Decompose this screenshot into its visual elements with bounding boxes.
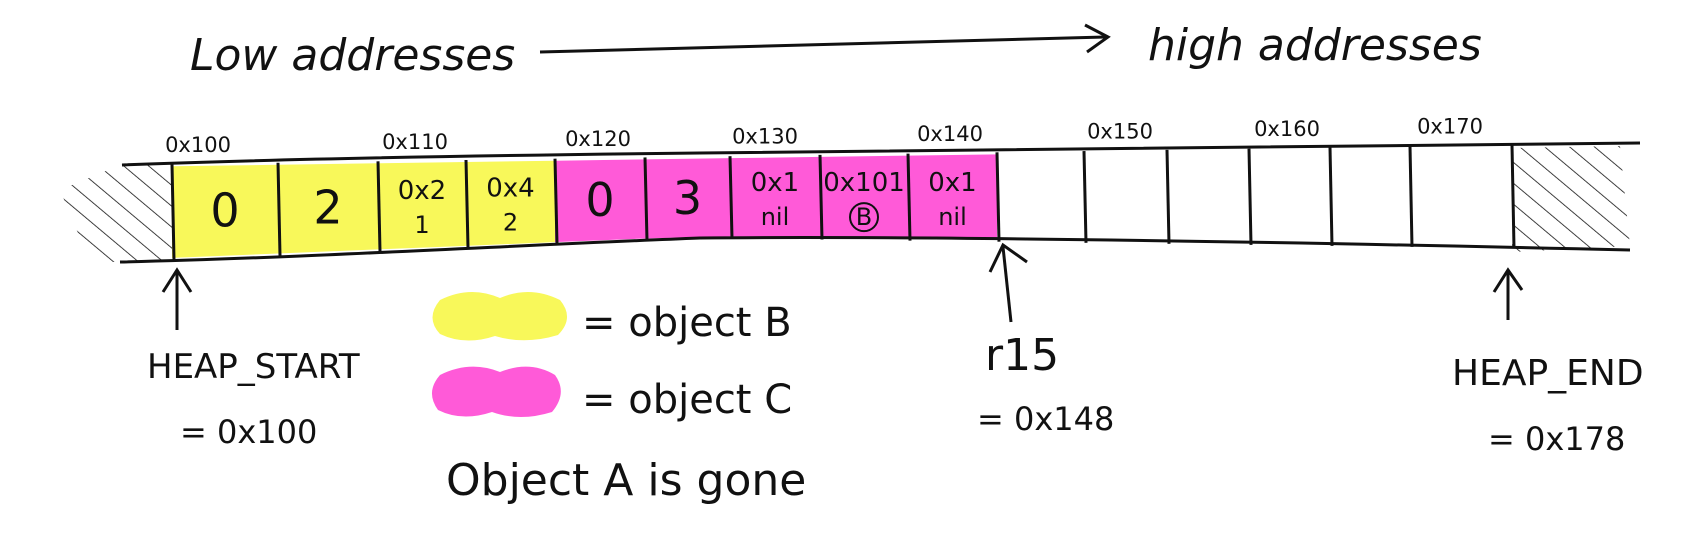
cell-divider [995, 152, 1001, 242]
memory-cell [1408, 146, 1512, 247]
cell-divider [464, 159, 470, 248]
memory-cell: 0x1 nil [906, 153, 997, 241]
address-label: 0x170 [1417, 115, 1483, 139]
legend-swatch-object-c [431, 366, 561, 417]
heap-end-marker: HEAP_END = 0x178 [1452, 267, 1644, 458]
address-label: 0x110 [382, 130, 448, 154]
cell-divider [1408, 146, 1414, 247]
memory-cell-fill [1167, 150, 1249, 243]
tape-top-edge [121, 141, 1641, 167]
memory-cell: 0 [553, 158, 645, 245]
memory-cell-fill [466, 160, 555, 246]
hatched-left-region [60, 162, 172, 262]
address-label: 0x100 [165, 133, 231, 157]
r15-value: = 0x148 [977, 400, 1114, 438]
cell-divider [1328, 147, 1334, 246]
cell-value: 0 [585, 173, 614, 227]
cell-divider [553, 158, 559, 245]
heap-start-label: HEAP_START [147, 347, 360, 387]
cell-divider [1510, 144, 1516, 249]
cell-divider [643, 157, 649, 241]
address-label: 0x160 [1254, 117, 1320, 141]
cell-value: 0 [210, 184, 239, 238]
memory-cell-fill [378, 162, 466, 250]
legend-swatch-object-b [432, 291, 568, 341]
address-label: 0x120 [565, 127, 631, 151]
direction-arrow-line [539, 35, 1106, 54]
circled-b-icon [849, 202, 879, 233]
memory-cell [1082, 151, 1167, 243]
memory-cell-fill [820, 155, 908, 239]
address-labels: 0x100 0x110 0x120 0x130 0x140 0x150 0x160 0x170 [165, 115, 1483, 157]
cell-value-secondary: B [856, 203, 872, 231]
cell-value: 3 [673, 171, 702, 225]
high-addresses-label: high addresses [1148, 20, 1482, 71]
heap-start-marker: HEAP_START = 0x100 [147, 267, 360, 451]
legend-object-c-label: = object C [582, 377, 792, 423]
memory-cell: 3 [643, 157, 730, 241]
cell-divider [1247, 148, 1253, 245]
heap-end-label: HEAP_END [1452, 353, 1644, 394]
memory-cell-fill [1330, 148, 1410, 245]
cell-value-secondary: nil [938, 203, 967, 231]
cell-divider [818, 154, 824, 240]
cell-divider [276, 162, 282, 256]
memory-cell [1247, 148, 1330, 245]
memory-cell-fill [645, 158, 730, 239]
r15-label: r15 [985, 330, 1059, 381]
memory-cell-fill [1084, 151, 1167, 242]
memory-cell [1165, 149, 1249, 244]
legend: = object B = object C Object A is gone [431, 291, 806, 506]
memory-cell: 0 [170, 164, 278, 260]
memory-cell-fill [278, 163, 378, 254]
heap-end-value: = 0x178 [1488, 420, 1625, 458]
memory-cell-fill [997, 153, 1084, 241]
memory-cell: 0x1 nil [728, 156, 820, 239]
memory-cell-fill [730, 156, 820, 238]
cell-divider [728, 156, 734, 239]
r15-marker: r15 = 0x148 [977, 242, 1114, 438]
legend-note: Object A is gone [446, 455, 806, 506]
hatched-right-region [1512, 146, 1630, 252]
tape-bottom-edge [119, 236, 1631, 264]
cell-value: 0x4 [486, 174, 534, 204]
cell-value: 0x2 [398, 176, 446, 206]
cell-value-secondary: 2 [503, 209, 518, 237]
cell-divider [1165, 149, 1171, 244]
memory-cell-fill [1249, 149, 1330, 244]
cell-value-secondary: nil [761, 203, 790, 231]
memory-cell-fill [172, 164, 278, 258]
cell-value: 0x101 [823, 168, 905, 198]
address-label: 0x130 [732, 125, 798, 149]
memory-cell: 2 [276, 162, 378, 256]
memory-cell [995, 152, 1084, 242]
memory-cell-fill [555, 159, 645, 243]
address-label: 0x140 [917, 122, 983, 146]
address-label: 0x150 [1087, 120, 1153, 144]
direction-arrow-head [1084, 23, 1111, 54]
cell-divider [170, 164, 176, 260]
cell-divider [1082, 151, 1088, 243]
cell-divider [906, 153, 912, 241]
cell-value: 2 [313, 181, 342, 235]
memory-cell-fill [908, 154, 997, 240]
legend-object-b-label: = object B [582, 300, 792, 346]
cell-value-secondary: 1 [414, 211, 429, 239]
memory-cell [1328, 147, 1410, 246]
cell-value: 0x1 [928, 168, 976, 198]
cell-value: 0x1 [751, 168, 799, 198]
low-addresses-label: Low addresses [190, 30, 515, 81]
cell-divider [376, 161, 382, 252]
memory-cell-fill [1410, 146, 1512, 247]
heap-start-value: = 0x100 [180, 413, 317, 451]
